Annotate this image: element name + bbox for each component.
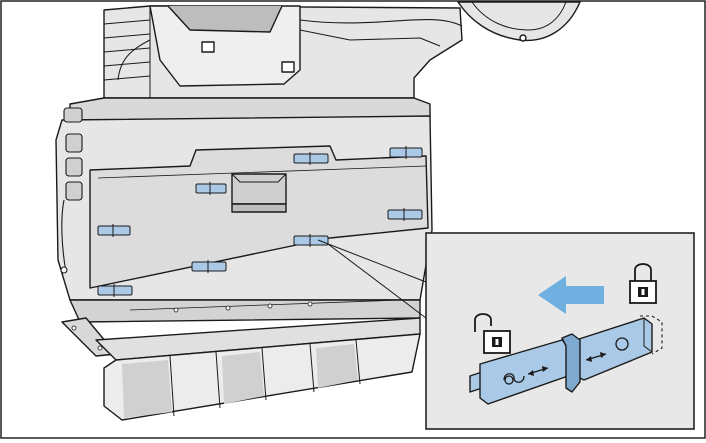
lock-clip <box>195 182 227 195</box>
front-panel-recess <box>97 165 427 179</box>
appliance-assembly <box>55 1 581 421</box>
double-arrow-icon <box>585 352 607 362</box>
lock-clip <box>389 146 423 159</box>
padlock-closed-icon <box>629 263 657 304</box>
callout-leaders <box>317 239 427 319</box>
wire-left <box>117 39 151 81</box>
control-module-screen <box>167 5 283 33</box>
double-arrow-icon <box>527 366 549 376</box>
inset-frame <box>425 232 695 430</box>
left-side-fixtures <box>60 107 83 274</box>
sliding-lock-plate <box>469 315 663 405</box>
ring-slot-icon <box>503 373 525 385</box>
lock-clip <box>387 208 423 221</box>
fan-housing-inner <box>471 1 567 31</box>
arrow-left-icon <box>538 276 604 314</box>
lock-clips <box>97 146 423 297</box>
rail-screws <box>173 301 313 313</box>
lock-clip <box>293 234 329 247</box>
fan-screw <box>519 34 527 42</box>
clip-top-1 <box>201 41 215 53</box>
lock-clip <box>191 260 227 273</box>
tower-ribs <box>103 6 151 98</box>
padlock-open-icon <box>474 313 511 354</box>
duct-shading <box>122 344 358 418</box>
lower-step <box>69 299 421 323</box>
circle-slot-icon <box>615 337 629 351</box>
detail-inset <box>425 232 695 430</box>
lock-clip <box>97 284 133 297</box>
clip-top-2 <box>281 61 295 73</box>
locked-position-outline <box>640 315 663 355</box>
lock-clip <box>97 224 131 237</box>
duct-dividers <box>169 339 361 417</box>
handle-recess <box>231 173 287 213</box>
lock-clip <box>293 152 329 165</box>
cable-loop <box>299 19 463 47</box>
